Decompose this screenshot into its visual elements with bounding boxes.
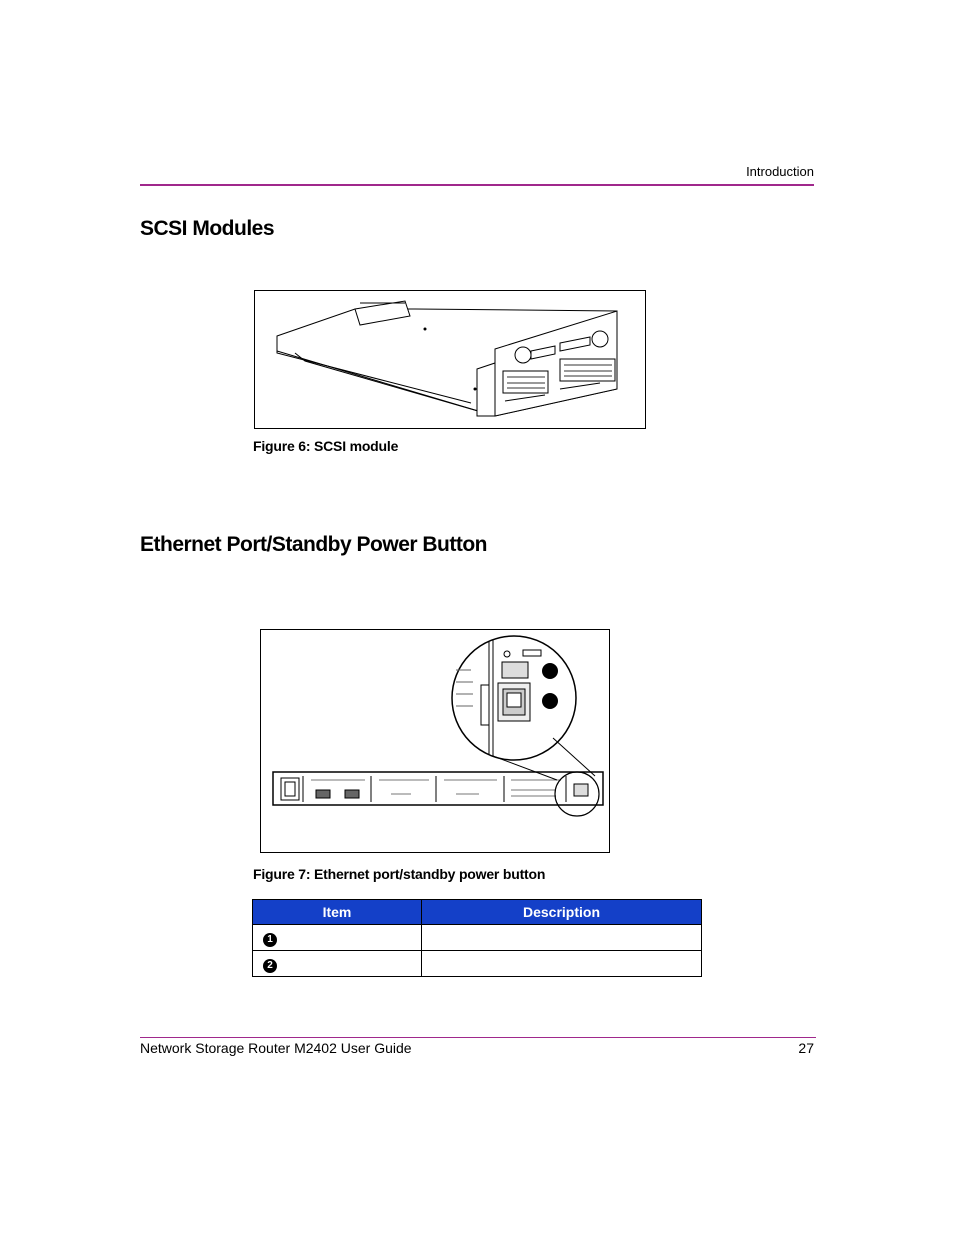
- router-rear-panel-illustration: [272, 635, 604, 817]
- section-title-scsi-modules: SCSI Modules: [140, 217, 275, 240]
- scsi-module-illustration: [276, 300, 618, 417]
- table-row: 1: [252, 924, 702, 951]
- item-cell: 2: [252, 950, 422, 977]
- callout-2-marker: [542, 693, 558, 709]
- running-head: Introduction: [746, 164, 814, 179]
- figure-6-caption: Figure 6: SCSI module: [253, 438, 399, 454]
- description-cell: [421, 924, 702, 951]
- description-cell: [421, 950, 702, 977]
- footer-title: Network Storage Router M2402 User Guide: [140, 1040, 412, 1056]
- page-number: 27: [798, 1040, 814, 1056]
- column-header-description: Description: [421, 899, 702, 925]
- column-header-item: Item: [252, 899, 422, 925]
- header-rule: [140, 184, 814, 186]
- section-title-ethernet-port: Ethernet Port/Standby Power Button: [140, 533, 488, 556]
- figure-ethernet-port: [260, 629, 610, 853]
- figure-7-caption: Figure 7: Ethernet port/standby power bu…: [253, 866, 546, 882]
- item-description-table: Item Description 1 2: [252, 899, 702, 977]
- item-cell: 1: [252, 924, 422, 951]
- footer-rule: [140, 1037, 816, 1038]
- callout-number: 1: [263, 932, 277, 947]
- table-row: 2: [252, 950, 702, 977]
- table-header-row: Item Description: [252, 899, 702, 925]
- callout-1-marker: [542, 663, 558, 679]
- figure-scsi-module: [254, 290, 646, 429]
- callout-number: 2: [263, 958, 277, 973]
